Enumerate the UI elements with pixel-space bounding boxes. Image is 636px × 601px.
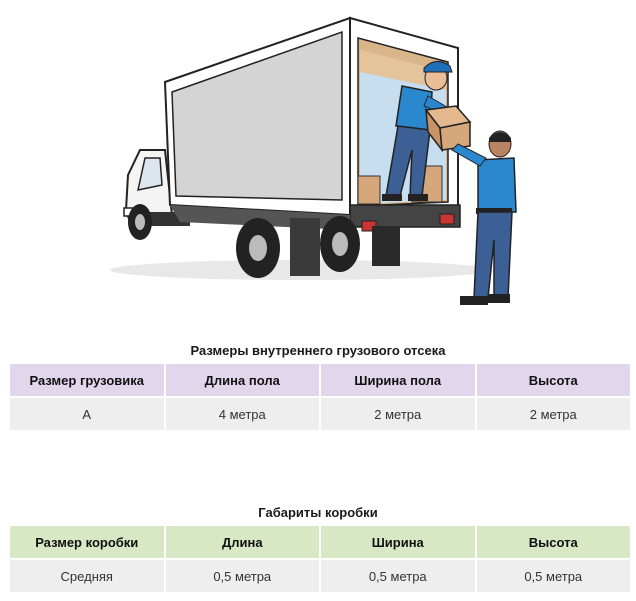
column-header: Высота: [476, 526, 630, 558]
table-cell: 0,5 метра: [321, 560, 475, 592]
table2-caption: Габариты коробки: [258, 505, 378, 520]
box-being-handed: [424, 105, 472, 153]
column-header: Длина: [165, 526, 319, 558]
table-header-row: Размер коробки Длина Ширина Высота: [10, 526, 630, 558]
table-row: Средняя 0,5 метра 0,5 метра 0,5 метра: [10, 560, 630, 592]
table-cell: 4 метра: [165, 398, 319, 430]
table-header-row: Размер грузовика Длина пола Ширина пола …: [10, 364, 630, 396]
table-cell: A: [10, 398, 164, 430]
column-header: Длина пола: [165, 364, 319, 396]
table-cell: 0,5 метра: [165, 560, 319, 592]
column-header: Ширина пола: [321, 364, 475, 396]
table-cell: 2 метра: [476, 398, 630, 430]
truck-loading-illustration: [110, 16, 517, 305]
table-cell: 2 метра: [321, 398, 475, 430]
worker-on-ground: [451, 130, 517, 305]
table-row: A 4 метра 2 метра 2 метра: [10, 398, 630, 430]
table-cell: Средняя: [10, 560, 164, 592]
cargo-dimensions-table: Размер грузовика Длина пола Ширина пола …: [8, 362, 632, 432]
box-dimensions-table: Размер коробки Длина Ширина Высота Средн…: [8, 524, 632, 594]
column-header: Ширина: [321, 526, 475, 558]
truck-wheels: [128, 204, 360, 278]
table-cell: 0,5 метра: [476, 560, 630, 592]
column-header: Размер грузовика: [10, 364, 164, 396]
column-header: Размер коробки: [10, 526, 164, 558]
table1-caption: Размеры внутреннего грузового отсека: [190, 343, 446, 358]
truck-cab: [123, 149, 190, 230]
column-header: Высота: [476, 364, 630, 396]
